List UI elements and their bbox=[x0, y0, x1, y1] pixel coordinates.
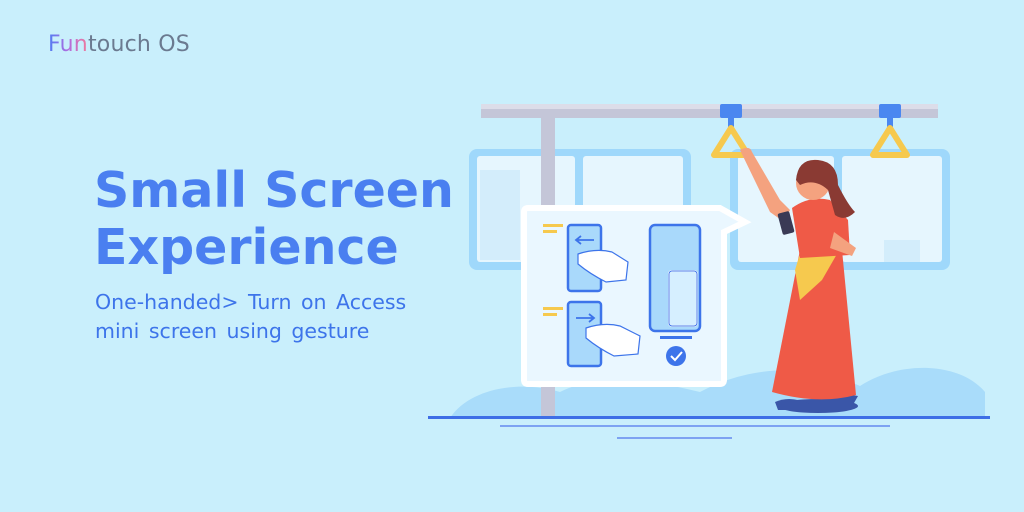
arrow-left-icon bbox=[574, 235, 594, 245]
title-line-1: Small Screen bbox=[94, 162, 454, 219]
floor-lines bbox=[428, 416, 990, 439]
page-title: Small Screen Experience bbox=[94, 162, 454, 276]
description-line-2: mini screen using gesture bbox=[95, 319, 370, 343]
feature-description: One-handed> Turn on Access mini screen u… bbox=[95, 288, 406, 346]
checkmark-icon bbox=[666, 346, 686, 366]
logo-text-touch-os: touch OS bbox=[87, 32, 190, 57]
mini-screen-phone bbox=[648, 223, 702, 339]
logo-text-fun: Fun bbox=[48, 32, 88, 57]
woman-holding-phone bbox=[740, 147, 858, 413]
gesture-tutorial-card bbox=[521, 205, 752, 387]
arrow-right-icon bbox=[576, 313, 596, 323]
funtouch-os-logo: Funtouch OS bbox=[48, 32, 190, 57]
title-line-2: Experience bbox=[94, 219, 399, 276]
hand-gesture-icon bbox=[577, 249, 629, 283]
description-line-1: One-handed> Turn on Access bbox=[95, 290, 407, 314]
strap-handle-1 bbox=[711, 104, 751, 158]
strap-handle-2 bbox=[870, 104, 910, 158]
